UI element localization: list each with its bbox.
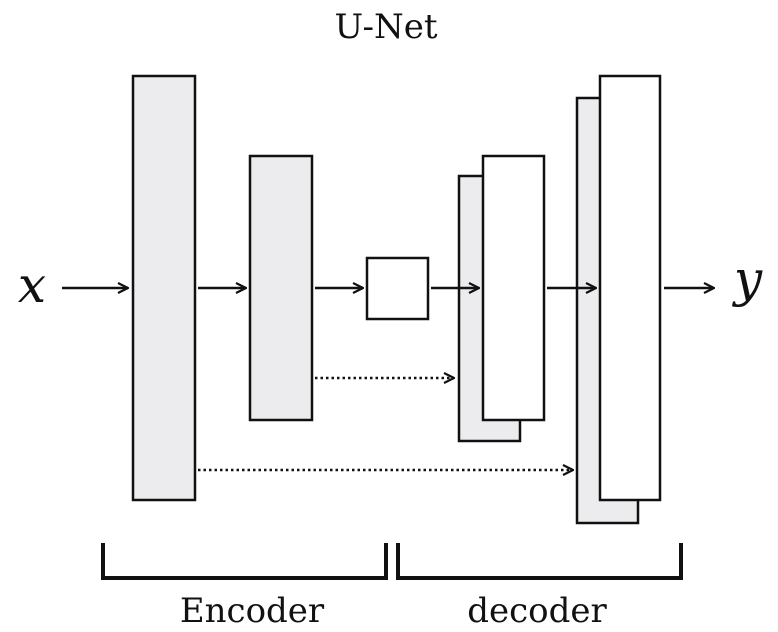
encoder-block-2 (248, 154, 314, 422)
decoder-block-1 (481, 154, 546, 422)
encoder-label: Encoder (180, 591, 325, 631)
encoder-block-1 (131, 74, 197, 502)
decoder-label: decoder (467, 591, 607, 631)
output-label: y (732, 250, 763, 308)
input-label: x (18, 256, 46, 314)
decoder-bracket (396, 543, 683, 580)
decoder-block-2 (598, 74, 662, 502)
diagram-title: U-Net (334, 7, 437, 47)
encoder-bracket (101, 543, 388, 580)
bottleneck-block (365, 256, 430, 321)
